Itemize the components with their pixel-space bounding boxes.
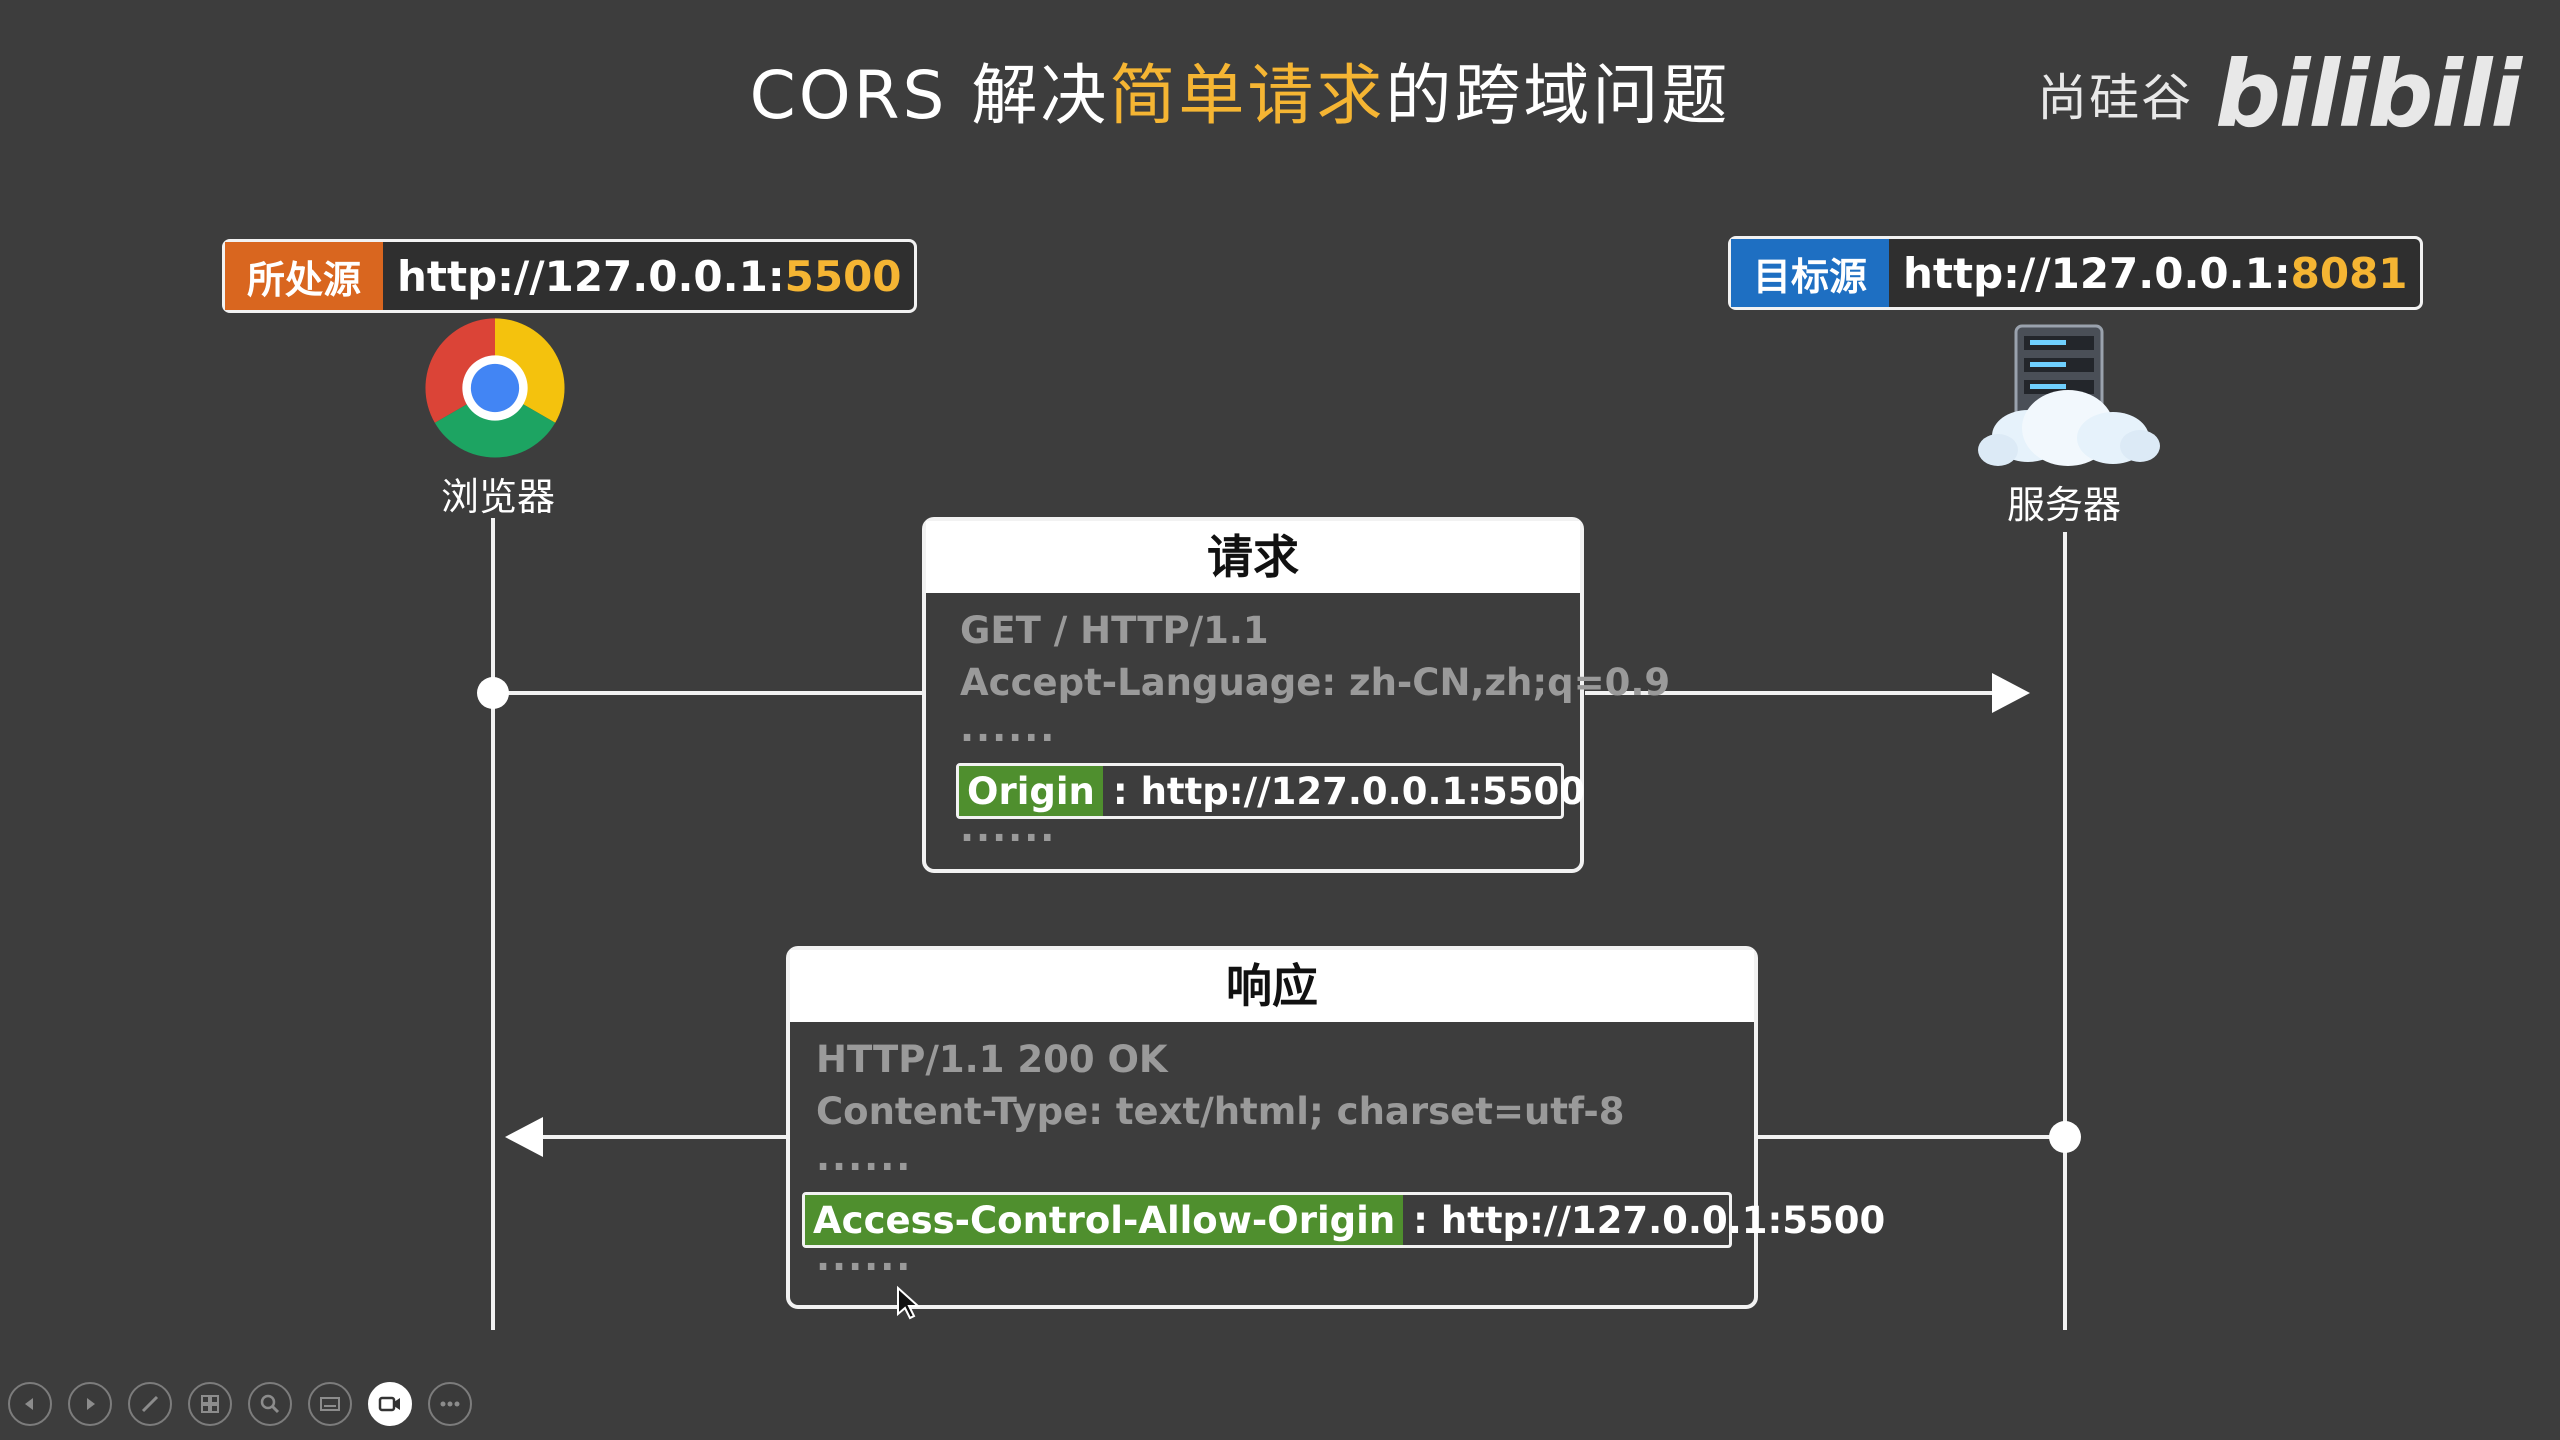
brand-text: 尚硅谷 [2037, 69, 2194, 127]
browser-label: 浏览器 [440, 475, 555, 519]
source-origin-box: 所处源 http://127.0.0.1:5500 [222, 239, 917, 313]
subtitle-icon[interactable] [308, 1382, 352, 1426]
title-prefix: CORS 解决 [749, 57, 1110, 134]
mouse-cursor-icon [897, 1285, 921, 1320]
more-icon[interactable] [428, 1382, 472, 1426]
pen-icon[interactable] [128, 1382, 172, 1426]
title-suffix: 的跨域问题 [1385, 57, 1731, 134]
source-origin-url-prefix: http://127.0.0.1: [397, 251, 785, 301]
response-title: 响应 [790, 950, 1754, 1022]
camera-icon[interactable] [368, 1382, 412, 1426]
acao-header-key: Access-Control-Allow-Origin [805, 1195, 1404, 1245]
target-origin-tag: 目标源 [1731, 239, 1890, 307]
request-title: 请求 [926, 521, 1580, 593]
response-trailing: ...... [816, 1236, 913, 1279]
request-box: 请求 GET / HTTP/1.1 Accept-Language: zh-CN… [922, 517, 1671, 873]
request-line: ...... [960, 707, 1057, 750]
source-origin-url: http://127.0.0.1:5500 [383, 242, 914, 310]
response-line: HTTP/1.1 200 OK [816, 1038, 1168, 1081]
next-icon[interactable] [68, 1382, 112, 1426]
response-line: ...... [816, 1136, 913, 1179]
server-label: 服务器 [2006, 483, 2121, 527]
origin-header-value: : http://127.0.0.1:5500 [1112, 769, 1586, 813]
target-origin-port: 8081 [2290, 248, 2408, 298]
request-origin-header: Origin : http://127.0.0.1:5500 [956, 763, 1585, 819]
source-origin-port: 5500 [784, 251, 902, 301]
target-origin-url: http://127.0.0.1:8081 [1889, 239, 2420, 307]
zoom-icon[interactable] [248, 1382, 292, 1426]
page-title: CORS 解决简单请求的跨域问题 [0, 42, 2480, 138]
target-origin-url-prefix: http://127.0.0.1: [1903, 248, 2291, 298]
request-arrowhead [1992, 673, 2030, 713]
response-line: Content-Type: text/html; charset=utf-8 [816, 1090, 1625, 1133]
response-origin-dot [2049, 1121, 2081, 1153]
request-line: Accept-Language: zh-CN,zh;q=0.9 [960, 661, 1671, 704]
acao-header-value: : http://127.0.0.1:5500 [1413, 1198, 1886, 1242]
source-origin-tag: 所处源 [225, 242, 384, 310]
origin-header-key: Origin [959, 766, 1103, 816]
slides-icon[interactable] [188, 1382, 232, 1426]
brand: 尚硅谷 bilibili [2037, 41, 2522, 148]
chrome-icon [425, 318, 565, 458]
request-line: GET / HTTP/1.1 [960, 609, 1269, 652]
bilibili-logo: bilibili [2215, 40, 2522, 148]
response-arrowhead [505, 1117, 543, 1157]
presentation-toolbar [8, 1382, 472, 1426]
request-body: GET / HTTP/1.1 Accept-Language: zh-CN,zh… [926, 593, 1671, 850]
target-origin-box: 目标源 http://127.0.0.1:8081 [1728, 236, 2423, 310]
title-highlight: 简单请求 [1109, 57, 1386, 134]
request-trailing: ...... [960, 807, 1057, 850]
previous-icon[interactable] [8, 1382, 52, 1426]
request-origin-dot [477, 677, 509, 709]
response-body: HTTP/1.1 200 OK Content-Type: text/html;… [790, 1022, 1885, 1279]
server-cloud-icon [1978, 324, 2160, 466]
response-acao-header: Access-Control-Allow-Origin : http://127… [802, 1192, 1885, 1248]
response-box: 响应 HTTP/1.1 200 OK Content-Type: text/ht… [786, 946, 1885, 1309]
